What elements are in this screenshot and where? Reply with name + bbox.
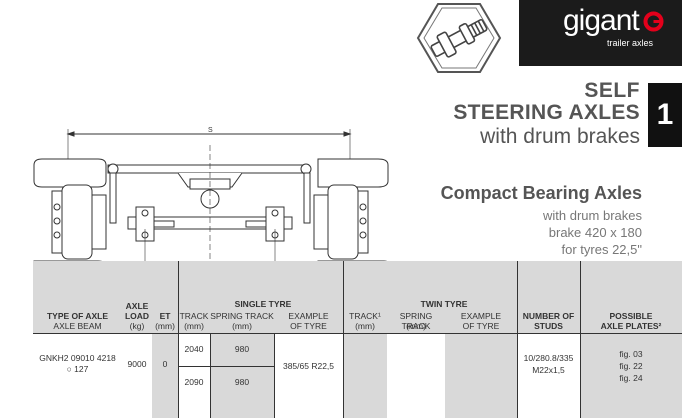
product-line-1: with drum brakes: [543, 208, 642, 223]
row-plate-3: fig. 24: [619, 373, 643, 383]
title-line-1: SELF: [584, 79, 640, 102]
hex-bolt-icon: [416, 3, 502, 73]
col-type-header-bg: [33, 261, 122, 333]
col-plates-bg: [580, 261, 682, 418]
header-load: LOAD: [124, 311, 150, 321]
brand-name: gigant: [563, 4, 640, 37]
row-plate-2: fig. 22: [619, 361, 643, 371]
title-line-2: STEERING AXLES: [453, 101, 640, 124]
header-twin-track-unit: (mm): [355, 321, 375, 331]
header-twin-of-tyre: OF TYRE: [462, 321, 500, 331]
col-studs-header-bg: [517, 261, 580, 333]
row-type-line-2: ○ 127: [66, 364, 89, 374]
row-plate-1: fig. 03: [619, 349, 643, 359]
header-track-unit: (mm): [184, 321, 204, 331]
header-twin-example: EXAMPLE: [460, 311, 502, 321]
header-type-of-axle: TYPE OF AXLE: [46, 311, 109, 321]
row-track-b: 2090: [184, 377, 204, 387]
row-tyre: 385/65 R22,5: [282, 361, 335, 371]
col-twin-track-bg: [343, 261, 387, 418]
header-et-unit: (mm): [155, 321, 175, 331]
col-et-bg: [152, 261, 178, 418]
brand-tagline: trailer axles: [607, 38, 654, 48]
header-axle: AXLE: [125, 301, 149, 311]
header-twin-spring-track-unit: (mm): [406, 321, 426, 331]
row-type-line-1: GNKH2 09010 4218: [39, 353, 116, 363]
col-example-header-bg: [274, 261, 343, 333]
header-axle-plates: AXLE PLATES²: [600, 321, 662, 331]
dimension-s-label: S: [208, 127, 213, 134]
col-twin-example-bg: [445, 261, 517, 418]
header-of-tyre: OF TYRE: [290, 321, 327, 331]
header-track: TRACK: [179, 311, 209, 321]
header-number-of: NUMBER OF: [522, 311, 575, 321]
col-load-header-bg: [122, 261, 152, 333]
brand-logo: gigant trailer axles: [519, 0, 682, 66]
header-twin-track: TRACK¹: [349, 311, 381, 321]
brand-ring-icon: [643, 11, 664, 32]
product-subheading: Compact Bearing Axles: [440, 183, 642, 203]
row-et: 0: [162, 359, 168, 369]
row-track-a: 2040: [184, 344, 204, 354]
spec-table: SINGLE TYRE TWIN TYRE TYPE OF AXLE AXLE …: [33, 261, 682, 418]
header-spring-track-unit: (mm): [232, 321, 252, 331]
row-axle-load: 9000: [127, 359, 147, 369]
row-studs-line-1: 10/280.8/335: [523, 353, 574, 363]
row-spring-a: 980: [234, 344, 250, 354]
chapter-number: 1: [648, 83, 682, 147]
header-studs: STUDS: [534, 321, 563, 331]
row-studs-line-2: M22x1,5: [532, 365, 565, 375]
product-line-2: brake 420 x 180: [548, 225, 642, 240]
twin-tyre-header: TWIN TYRE: [420, 299, 468, 309]
header-example: EXAMPLE: [288, 311, 329, 321]
header-et: ET: [159, 311, 171, 321]
row-spring-b: 980: [234, 377, 250, 387]
col-twin-spring-header-bg: [387, 261, 445, 333]
header-axle-beam: AXLE BEAM: [53, 321, 102, 331]
header-load-unit: (kg): [129, 321, 145, 331]
product-line-3: for tyres 22,5": [561, 242, 642, 257]
header-possible: POSSIBLE: [609, 311, 653, 321]
col-track-header-bg: [178, 261, 210, 333]
header-spring-track: SPRING TRACK: [210, 311, 274, 321]
header-twin-spring-track: SPRING TRACK: [399, 311, 433, 331]
col-spring-bg: [210, 261, 274, 418]
single-tyre-header: SINGLE TYRE: [234, 299, 292, 309]
title-line-3: with drum brakes: [480, 125, 640, 148]
